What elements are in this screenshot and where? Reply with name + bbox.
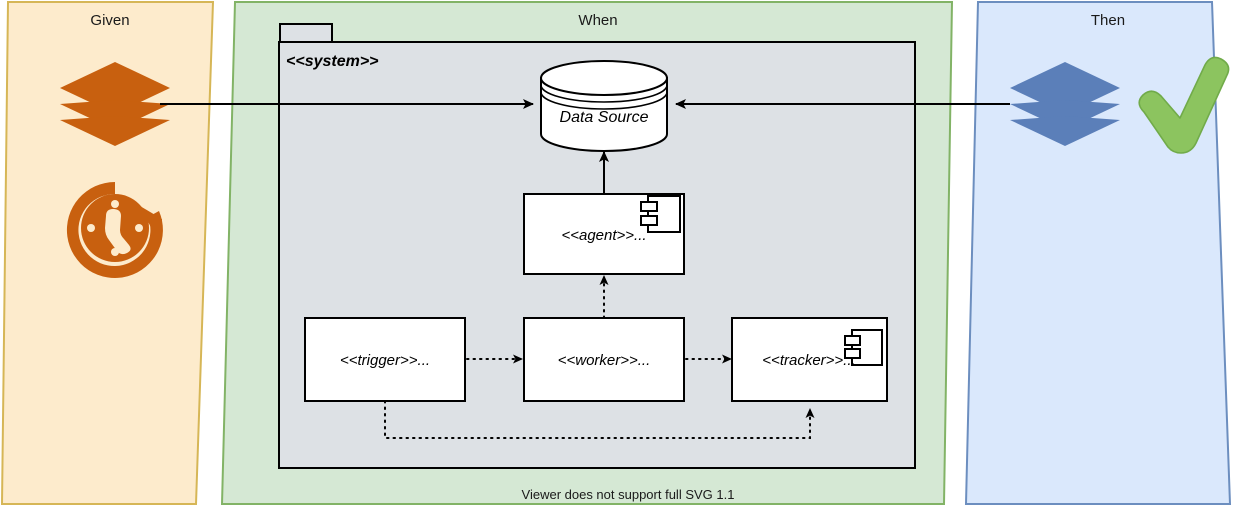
lane-when-label: When [578, 12, 617, 29]
node-datasource[interactable]: Data Source [540, 60, 668, 152]
agent-component-icon [640, 195, 681, 233]
lane-then-shape [964, 1, 1232, 505]
given-layers-icon [60, 62, 170, 146]
tracker-label: <<tracker>>... [762, 352, 855, 369]
given-clock-refresh-icon [66, 181, 163, 278]
node-tracker[interactable]: <<tracker>>... [731, 317, 888, 402]
worker-label: <<worker>>... [558, 352, 651, 369]
datasource-label: Data Source [560, 109, 649, 126]
then-layers-icon [1010, 62, 1120, 146]
tracker-component-icon [844, 329, 883, 366]
lane-then-label: Then [1091, 12, 1125, 29]
system-package-stereotype: <<system>> [286, 53, 379, 70]
node-agent[interactable]: <<agent>>... [523, 193, 685, 275]
lane-given-label: Given [90, 12, 129, 29]
agent-label: <<agent>>... [561, 227, 646, 244]
datasource-top-rim [540, 60, 668, 96]
node-trigger[interactable]: <<trigger>>... [304, 317, 466, 402]
trigger-label: <<trigger>>... [340, 352, 430, 369]
lane-given: Given [0, 1, 215, 505]
then-check-mark-icon [1138, 56, 1230, 154]
footer-note: Viewer does not support full SVG 1.1 [522, 487, 735, 502]
edge-trigger-to-tracker [384, 400, 815, 439]
system-package-tab [279, 23, 333, 44]
lane-then: Then [964, 1, 1232, 505]
node-worker[interactable]: <<worker>>... [523, 317, 685, 402]
